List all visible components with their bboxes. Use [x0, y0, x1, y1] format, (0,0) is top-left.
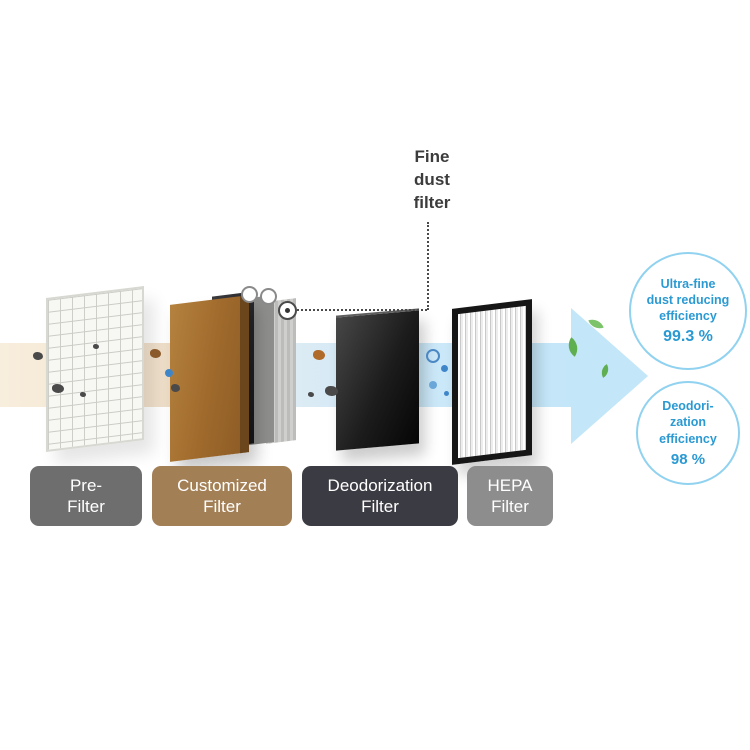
callout-dotted-line-vertical [427, 222, 429, 310]
stage-label-text: Pre- Filter [67, 475, 105, 516]
stage-label-hepa-filter: HEPA Filter [467, 466, 553, 526]
stage-label-customized-filter: Customized Filter [152, 466, 292, 526]
dust-particle-icon [52, 384, 64, 393]
stage-label-text: Deodorization Filter [327, 475, 433, 516]
fine-dust-dot-icon [165, 369, 173, 377]
dust-particle-icon [80, 392, 86, 397]
fine-dust-dot-icon [285, 308, 290, 313]
germ-particle-icon [325, 386, 338, 396]
deodorization-filter-panel [336, 308, 419, 451]
fine-dust-dot-icon [429, 381, 437, 389]
germ-particle-icon [313, 350, 325, 360]
stage-label-text: HEPA Filter [487, 475, 533, 516]
pre-filter-panel [46, 285, 144, 453]
germ-particle-icon [150, 349, 161, 358]
fine-dust-filter-label: Fine dust filter [413, 147, 451, 212]
badge-label: Deodori- zation efficiency [659, 399, 717, 446]
badge-value: 98 % [670, 450, 706, 468]
stage-label-text: Customized Filter [177, 475, 267, 516]
stage-label-deodorization-filter: Deodorization Filter [302, 466, 458, 526]
fine-dust-callout-pin-icon [278, 301, 297, 320]
callout-dotted-line-horizontal [297, 309, 427, 311]
dust-particle-icon [308, 392, 314, 397]
dust-particle-icon [33, 352, 43, 360]
layer-pin-icon [241, 286, 258, 303]
badge-value: 99.3 % [663, 328, 713, 346]
stage-label-pre-filter: Pre- Filter [30, 466, 142, 526]
dust-particle-icon [171, 384, 180, 392]
fine-dust-dot-icon [441, 365, 448, 372]
customized-filter-panel [170, 295, 249, 462]
dust-particle-icon [93, 344, 99, 349]
layer-pin-icon [260, 288, 277, 305]
efficiency-badge-ultra-fine: Ultra-fine dust reducing efficiency 99.3… [629, 252, 747, 370]
hepa-filter-panel [452, 299, 532, 465]
fine-dust-ring-icon [426, 349, 440, 363]
fine-dust-dot-icon [444, 391, 449, 396]
efficiency-badge-deodorization: Deodori- zation efficiency 98 % [636, 381, 740, 485]
badge-label: Ultra-fine dust reducing efficiency [646, 276, 730, 324]
